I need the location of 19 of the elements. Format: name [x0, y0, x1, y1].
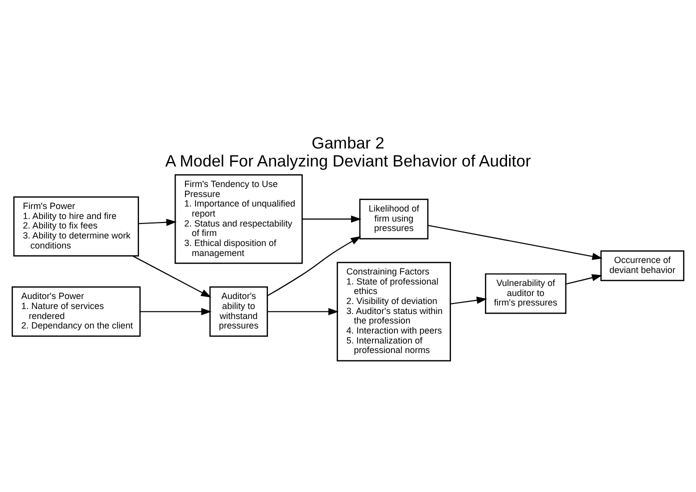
- arrow: [140, 307, 212, 315]
- node-box: Occurrence of deviant behavior: [600, 250, 684, 281]
- arrow: [138, 218, 177, 226]
- node-box: Firm's Power 1. Ability to hire and fire 2. Ability to fix fees 3. Ability to determine work conditions: [13, 196, 139, 256]
- node-box: Likelihood of firm using pressures: [359, 198, 428, 239]
- diagram-title: A Model For Analyzing Deviant Behavior of Auditor: [165, 152, 531, 170]
- label: Gambar 2: [312, 134, 384, 152]
- node-box: Auditor's Power 1. Nature of services rendered 2. Dependancy on the client: [12, 286, 141, 336]
- arrow: [132, 255, 212, 298]
- node-box: Firm's Tendency to Use Pressure 1. Importance of unqualified report 2. Status and respectability of firm 3. Ethical disposition of management: [174, 174, 303, 264]
- arrow: [302, 214, 362, 222]
- node-box: Vulnerability of auditor to firm's pressures: [484, 272, 566, 314]
- arrow: [450, 296, 488, 304]
- arrow: [566, 274, 602, 284]
- arrow: [428, 224, 603, 260]
- node-box: Constraining Factors 1. State of professional ethics 2. Visibility of deviation 3. Auditor's status within the profession 4. Interaction with peers 5. Internalization of professional norms: [336, 261, 451, 361]
- node-box: Auditor's ability to withstand pressures: [209, 286, 268, 336]
- arrow: [267, 236, 362, 296]
- arrow: [268, 307, 339, 315]
